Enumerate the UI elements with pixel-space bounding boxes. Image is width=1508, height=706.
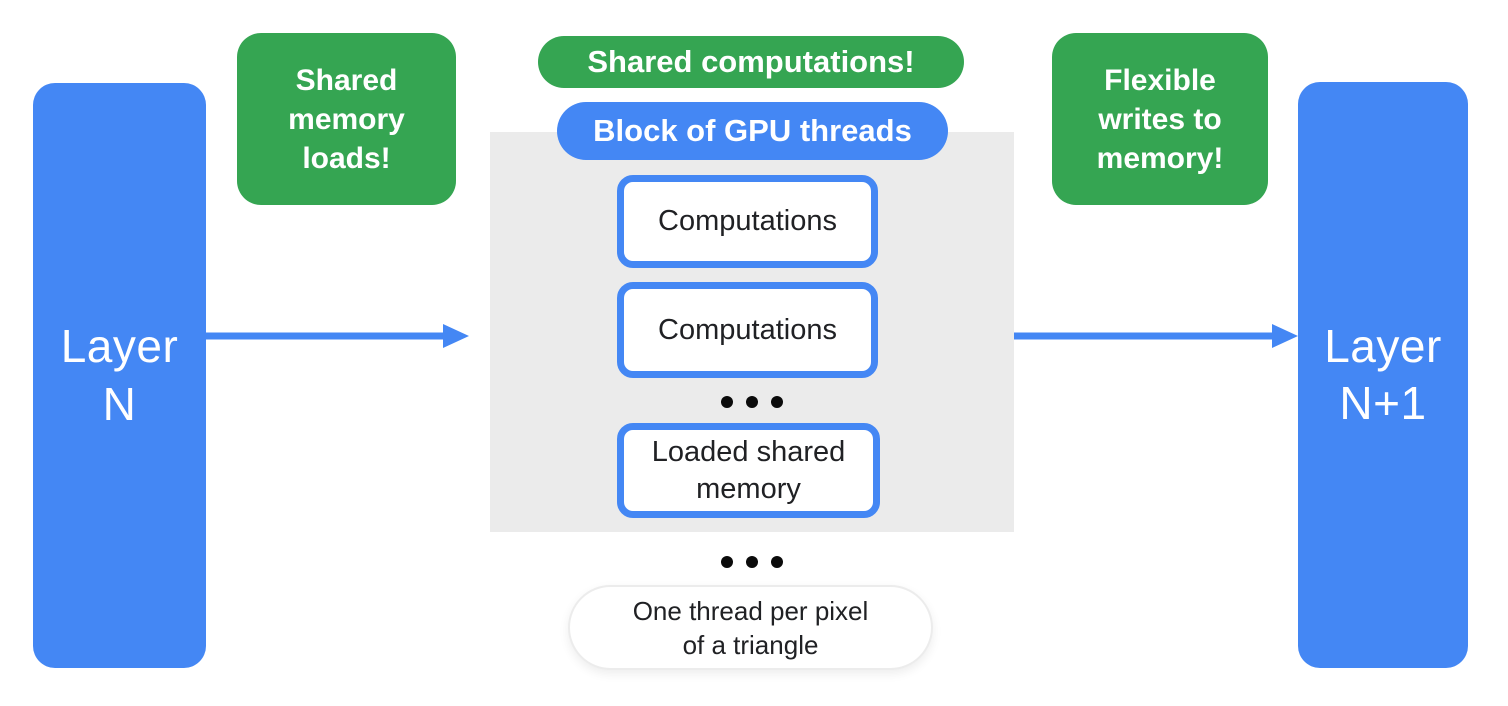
flow-arrow-left-icon xyxy=(205,324,469,348)
ellipsis-icon xyxy=(721,396,783,408)
dot-icon xyxy=(721,396,733,408)
thread-box-loaded-shared-memory: Loaded shared memory xyxy=(617,423,880,518)
gpu-thread-block-title: Block of GPU threads xyxy=(557,102,948,160)
dot-icon xyxy=(721,556,733,568)
dot-icon xyxy=(746,556,758,568)
thread-box-computations-2: Computations xyxy=(617,282,878,378)
dot-icon xyxy=(771,396,783,408)
callout-shared-memory-loads: Shared memory loads! xyxy=(237,33,456,205)
layer-n-plus-1-box: Layer N+1 xyxy=(1298,82,1468,668)
thread-box-computations-1: Computations xyxy=(617,175,878,268)
ellipsis-icon xyxy=(721,556,783,568)
layer-n-box: Layer N xyxy=(33,83,206,668)
dot-icon xyxy=(771,556,783,568)
flow-arrow-right-icon xyxy=(1014,324,1298,348)
callout-flexible-writes: Flexible writes to memory! xyxy=(1052,33,1268,205)
dot-icon xyxy=(746,396,758,408)
caption-one-thread-per-pixel: One thread per pixel of a triangle xyxy=(568,585,933,670)
callout-shared-computations: Shared computations! xyxy=(538,36,964,88)
